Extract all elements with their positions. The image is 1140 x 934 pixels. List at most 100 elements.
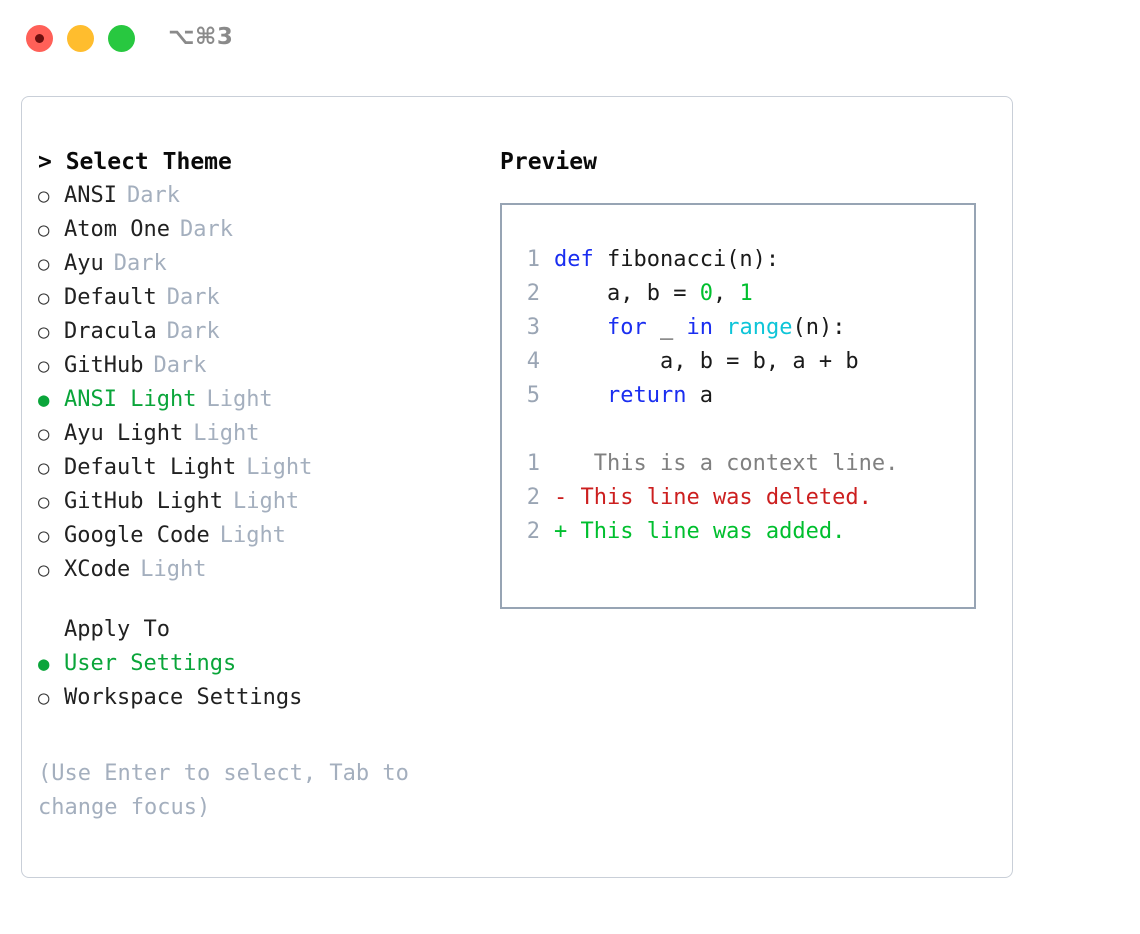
theme-option-7[interactable]: ○ Ayu Light Light: [38, 417, 478, 451]
theme-option-variant: Light: [193, 421, 260, 446]
code-token-pl: [554, 315, 607, 340]
theme-option-variant: Light: [246, 455, 313, 480]
theme-option-variant: Dark: [153, 353, 207, 378]
theme-option-label: Ayu Light: [64, 421, 184, 446]
apply-to-header-row: ○ Apply To: [38, 613, 478, 647]
radio-unselected-icon: ○: [38, 185, 50, 207]
section-spacer: [38, 587, 478, 613]
theme-option-label: XCode: [64, 557, 131, 582]
code-line-text: a, b = b, a + b: [554, 345, 859, 379]
theme-option-3[interactable]: ○ Default Dark: [38, 281, 478, 315]
theme-option-variant: Dark: [166, 285, 220, 310]
close-button-icon[interactable]: [26, 25, 53, 52]
radio-unselected-icon: ○: [38, 423, 50, 445]
theme-option-label: GitHub: [64, 353, 144, 378]
code-line-4: 4 a, b = b, a + b: [514, 345, 968, 379]
apply-to-header: Apply To: [64, 617, 170, 642]
code-line-number: 4: [526, 349, 540, 374]
radio-unselected-icon: ○: [38, 287, 50, 309]
code-line-text: return a: [554, 379, 713, 413]
code-line-number: 5: [526, 383, 540, 408]
theme-option-variant: Dark: [113, 251, 167, 276]
code-line-text: a, b = 0, 1: [554, 277, 753, 311]
code-token-pl: _: [646, 315, 687, 340]
radio-unselected-icon: ○: [38, 355, 50, 377]
code-token-pl: a, b = b, a + b: [554, 349, 859, 374]
theme-option-5[interactable]: ○ GitHub Dark: [38, 349, 478, 383]
theme-option-variant: Dark: [166, 319, 220, 344]
code-token-pl: fibonacci(n):: [606, 247, 780, 272]
theme-option-variant: Light: [232, 489, 300, 514]
apply-to-option-label: User Settings: [64, 651, 237, 676]
theme-option-variant: Dark: [126, 183, 180, 208]
radio-unselected-icon: ○: [38, 253, 50, 275]
title-bar: ⌥⌘3: [0, 0, 1140, 78]
radio-unselected-icon: ○: [38, 687, 50, 709]
radio-selected-icon: ●: [38, 653, 50, 675]
diff-line-text-ctx: This is a context line.: [554, 451, 899, 476]
code-line-number: 3: [526, 315, 540, 340]
theme-option-label: GitHub Light: [64, 489, 223, 514]
theme-option-2[interactable]: ○ Ayu Dark: [38, 247, 478, 281]
code-line-1: 1 def fibonacci(n):: [514, 243, 968, 277]
code-token-pl: a, b =: [554, 281, 700, 306]
window-title: ⌥⌘3: [168, 24, 234, 50]
theme-option-label: Dracula: [64, 319, 157, 344]
theme-option-label: Default Light: [64, 455, 237, 480]
apply-to-option-0[interactable]: ● User Settings: [38, 647, 478, 681]
diff-line-number: 1: [526, 451, 540, 476]
theme-option-label: Google Code: [64, 523, 210, 548]
theme-option-variant: Light: [206, 387, 273, 412]
code-line-number: 2: [526, 281, 540, 306]
radio-selected-icon: ●: [38, 389, 50, 411]
theme-option-label: Ayu: [64, 251, 104, 276]
diff-line-text-add: + This line was added.: [554, 519, 846, 544]
keyboard-hint: (Use Enter to select, Tab to change focu…: [38, 761, 423, 820]
code-token-kw: def: [554, 247, 607, 272]
code-token-kw: return: [606, 383, 687, 408]
theme-option-label: Atom One: [64, 217, 170, 242]
code-token-pl: (n):: [792, 315, 846, 340]
diff-line-3: 2 + This line was added.: [514, 515, 968, 549]
code-token-pl: [554, 383, 607, 408]
traffic-lights: [26, 25, 135, 52]
code-token-kw: for: [606, 315, 647, 340]
theme-option-variant: Light: [140, 557, 207, 582]
code-blank-line: [514, 413, 968, 447]
radio-unselected-icon: ○: [38, 321, 50, 343]
apply-to-header-spacer: ○: [38, 613, 64, 647]
theme-option-label: Default: [64, 285, 157, 310]
radio-unselected-icon: ○: [38, 525, 50, 547]
theme-option-9[interactable]: ○ GitHub Light Light: [38, 485, 478, 519]
code-token-num: 1: [739, 281, 753, 306]
code-line-5: 5 return a: [514, 379, 968, 413]
code-line-3: 3 for _ in range(n):: [514, 311, 968, 345]
radio-unselected-icon: ○: [38, 491, 50, 513]
code-token-pl: ,: [712, 281, 740, 306]
code-line-text: def fibonacci(n):: [554, 243, 779, 277]
code-line-number: 1: [526, 247, 540, 272]
preview-header: Preview: [500, 149, 597, 175]
code-token-pl: [713, 315, 726, 340]
apply-to-list: ● User Settings ○Workspace Settings: [38, 647, 478, 715]
diff-line-1: 1 This is a context line.: [514, 447, 968, 481]
minimize-button-icon[interactable]: [67, 25, 94, 52]
theme-option-4[interactable]: ○ Dracula Dark: [38, 315, 478, 349]
theme-picker-header: > Select Theme: [38, 149, 232, 175]
maximize-button-icon[interactable]: [108, 25, 135, 52]
apply-to-option-1[interactable]: ○Workspace Settings: [38, 681, 478, 715]
code-line-2: 2 a, b = 0, 1: [514, 277, 968, 311]
diff-line-number: 2: [526, 519, 540, 544]
radio-unselected-icon: ○: [38, 219, 50, 241]
